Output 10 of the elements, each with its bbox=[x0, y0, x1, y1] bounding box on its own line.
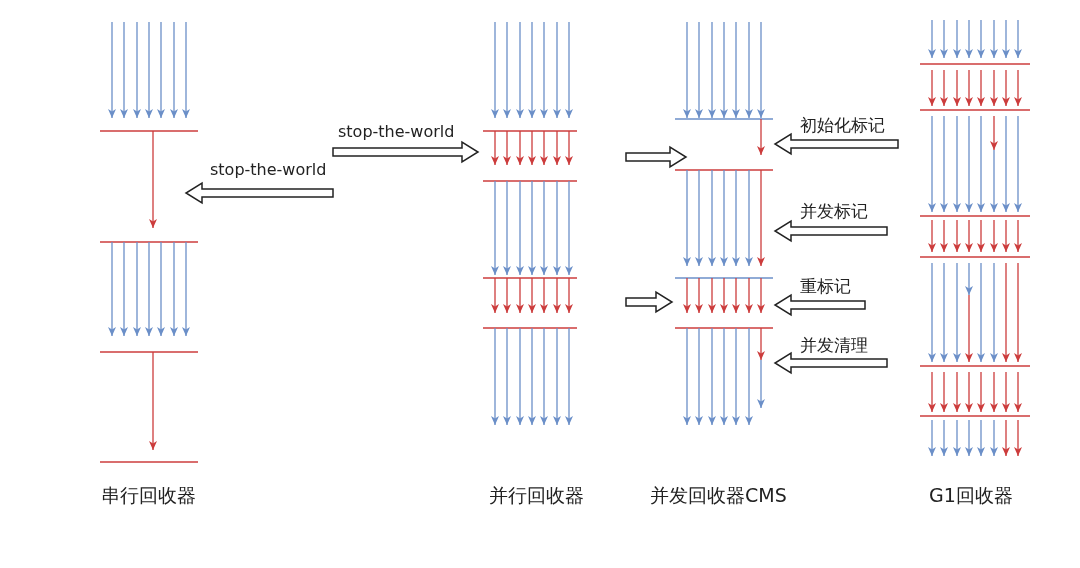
arrow-label: stop-the-world bbox=[210, 161, 327, 179]
collector-title: 串行回收器 bbox=[101, 485, 196, 506]
arrow-label: 并发标记 bbox=[800, 202, 868, 221]
arrow-label: 并发清理 bbox=[800, 336, 868, 355]
arrow-label: 初始化标记 bbox=[800, 116, 885, 135]
arrow-label: 重标记 bbox=[800, 277, 851, 296]
arrow-label: stop-the-world bbox=[338, 123, 455, 141]
collector-title: 并行回收器 bbox=[489, 485, 584, 506]
collector-title: G1回收器 bbox=[929, 485, 1013, 506]
collector-title: 并发回收器CMS bbox=[650, 485, 787, 506]
